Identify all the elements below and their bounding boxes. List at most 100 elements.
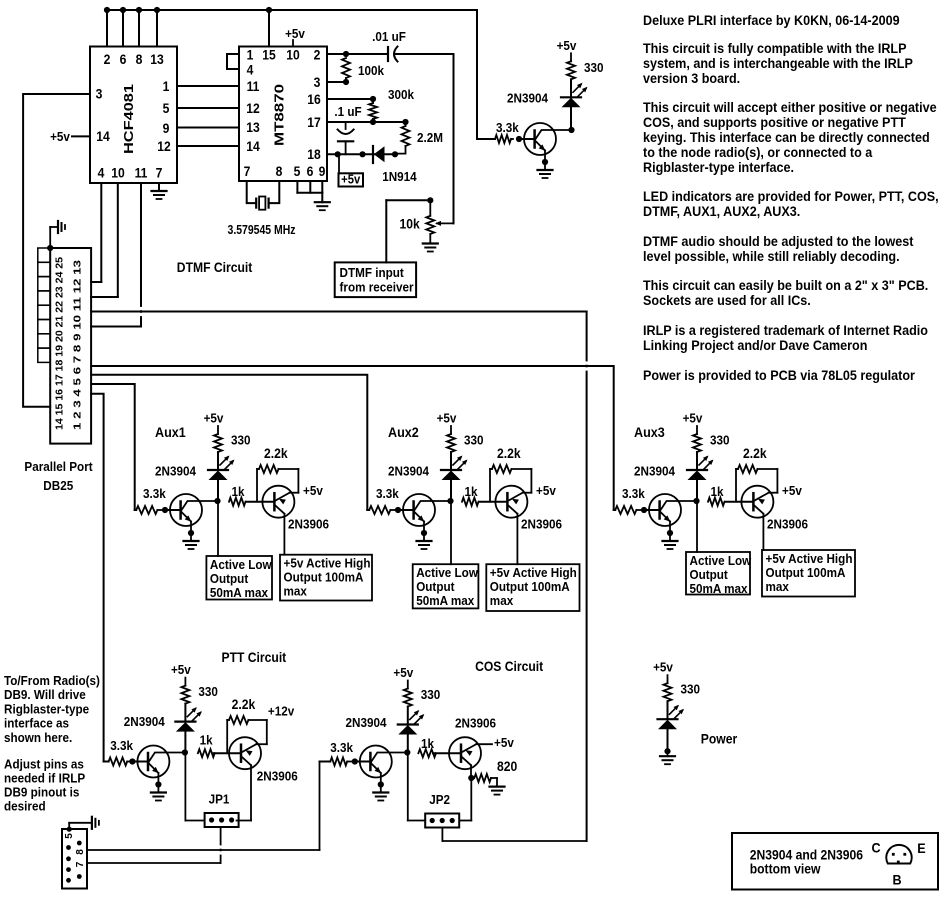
svg-text:Linking Project and/or Dave Ca: Linking Project and/or Dave Cameron	[643, 337, 867, 353]
svg-text:max: max	[766, 579, 790, 594]
svg-text:needed if IRLP: needed if IRLP	[4, 771, 85, 786]
svg-text:14 15 16 17 18 19 20 21 22 23: 14 15 16 17 18 19 20 21 22 23 24 25	[55, 257, 66, 430]
svg-text:Power: Power	[701, 731, 737, 747]
svg-text:820: 820	[497, 758, 517, 774]
svg-text:+5v: +5v	[653, 660, 673, 675]
svg-text:+5v: +5v	[683, 411, 703, 426]
svg-text:2N3904 and 2N3906: 2N3904 and 2N3906	[750, 847, 863, 863]
svg-text:10: 10	[286, 47, 300, 63]
svg-text:Output 100mA: Output 100mA	[766, 565, 846, 580]
svg-text:Output: Output	[210, 571, 248, 586]
svg-text:2N3904: 2N3904	[507, 91, 548, 106]
svg-text:9: 9	[319, 163, 326, 179]
svg-text:MT8870: MT8870	[272, 84, 287, 146]
svg-text:330: 330	[584, 60, 604, 75]
svg-text:3.579545 MHz: 3.579545 MHz	[228, 222, 296, 237]
svg-text:330: 330	[421, 687, 441, 702]
svg-text:Aux3: Aux3	[634, 424, 665, 440]
svg-text:.1 uF: .1 uF	[334, 104, 362, 119]
svg-text:HCF4081: HCF4081	[121, 84, 136, 154]
svg-text:DTMF audio should be adjusted: DTMF audio should be adjusted to the low…	[643, 233, 914, 249]
svg-text:1k: 1k	[421, 736, 434, 751]
svg-text:+5v: +5v	[50, 129, 70, 144]
svg-text:3.3k: 3.3k	[143, 486, 166, 501]
svg-text:14: 14	[96, 128, 110, 144]
svg-text:3: 3	[314, 74, 321, 90]
svg-text:330: 330	[681, 682, 701, 697]
svg-text:+5v Active High: +5v Active High	[766, 551, 853, 566]
svg-text:14: 14	[246, 138, 260, 154]
svg-text:12: 12	[246, 100, 260, 116]
svg-text:+5v: +5v	[557, 38, 577, 53]
svg-text:JP1: JP1	[209, 792, 230, 807]
svg-text:2N3906: 2N3906	[257, 769, 298, 784]
svg-text:Power is provided to PCB via 7: Power is provided to PCB via 78L05 regul…	[643, 367, 915, 383]
svg-text:2N3906: 2N3906	[288, 517, 329, 532]
svg-text:2N3904: 2N3904	[634, 464, 675, 479]
svg-text:2.2k: 2.2k	[497, 445, 521, 461]
svg-text:LED indicators are provided fo: LED indicators are provided for Power, P…	[643, 188, 939, 204]
svg-text:Rigblaster-type: Rigblaster-type	[4, 702, 89, 717]
svg-text:9: 9	[163, 120, 170, 136]
svg-text:2: 2	[104, 51, 111, 67]
svg-text:+5v: +5v	[341, 172, 360, 187]
svg-text:Output: Output	[416, 580, 454, 595]
svg-text:version 3 board.: version 3 board.	[643, 70, 740, 86]
svg-text:This circuit is fully compatib: This circuit is fully compatible with th…	[643, 40, 907, 56]
svg-text:shown here.: shown here.	[4, 730, 72, 745]
svg-text:330: 330	[710, 433, 730, 448]
svg-text:1k: 1k	[200, 733, 213, 748]
svg-text:+5v: +5v	[437, 411, 457, 426]
svg-text:+5v: +5v	[285, 26, 305, 41]
svg-text:DTMF Circuit: DTMF Circuit	[177, 259, 253, 275]
svg-text:PTT Circuit: PTT Circuit	[222, 649, 287, 665]
svg-text:2.2M: 2.2M	[417, 130, 443, 145]
svg-text:system, and is interchangeable: system, and is interchangeable with the …	[643, 55, 913, 71]
svg-text:15: 15	[262, 47, 276, 63]
svg-text:Active Low: Active Low	[690, 553, 752, 568]
svg-text:DB9 pinout is: DB9 pinout is	[4, 785, 79, 800]
svg-text:Aux2: Aux2	[388, 424, 419, 440]
svg-text:DB9. Will drive: DB9. Will drive	[4, 688, 86, 703]
svg-text:2N3904: 2N3904	[155, 464, 196, 479]
svg-text:2: 2	[314, 47, 321, 63]
svg-text:+5v: +5v	[782, 483, 802, 498]
svg-text:1 2 3 4 5 6 7 8 9 10 11 12 13: 1 2 3 4 5 6 7 8 9 10 11 12 13	[73, 259, 84, 430]
svg-text:2.2k: 2.2k	[264, 445, 288, 461]
svg-text:5: 5	[163, 100, 170, 116]
svg-text:7: 7	[156, 165, 163, 181]
svg-text:2N3904: 2N3904	[388, 464, 429, 479]
svg-text:DB25: DB25	[43, 478, 73, 493]
svg-text:13: 13	[246, 119, 260, 135]
svg-text:13: 13	[150, 51, 164, 67]
svg-text:3.3k: 3.3k	[330, 740, 353, 755]
svg-text:Rigblaster-type interface.: Rigblaster-type interface.	[643, 159, 794, 175]
svg-text:2N3904: 2N3904	[346, 715, 387, 730]
svg-text:+5v: +5v	[494, 735, 514, 750]
svg-text:COS, and supports positive or: COS, and supports positive or negative P…	[643, 114, 906, 130]
svg-text:to the node radio(s), or conne: to the node radio(s), or connected to a	[643, 144, 873, 160]
svg-text:7: 7	[75, 861, 86, 867]
svg-text:max: max	[490, 594, 514, 609]
svg-text:8: 8	[136, 51, 143, 67]
svg-text:3.3k: 3.3k	[376, 486, 399, 501]
svg-text:1k: 1k	[465, 484, 478, 499]
svg-text:17: 17	[307, 114, 321, 130]
svg-text:keying. This interface can be: keying. This interface can be directly c…	[643, 129, 930, 145]
svg-text:+12v: +12v	[268, 704, 294, 719]
svg-text:3.3k: 3.3k	[496, 120, 519, 135]
svg-text:10k: 10k	[400, 216, 421, 232]
svg-text:Deluxe PLRI interface by K0KN,: Deluxe PLRI interface by K0KN, 06-14-200…	[643, 12, 900, 28]
svg-text:8: 8	[276, 163, 283, 179]
svg-text:+5v: +5v	[393, 665, 413, 680]
svg-text:10: 10	[111, 165, 125, 181]
svg-text:IRLP is a registered trademark: IRLP is a registered trademark of Intern…	[643, 322, 928, 338]
svg-text:4: 4	[247, 62, 255, 78]
svg-text:6: 6	[307, 163, 314, 179]
svg-text:Output 100mA: Output 100mA	[490, 580, 570, 595]
svg-text:max: max	[284, 584, 308, 599]
svg-text:+5v: +5v	[536, 483, 556, 498]
svg-text:level possible, while still re: level possible, while still reliably dec…	[643, 248, 900, 264]
svg-text:+5v: +5v	[303, 483, 323, 498]
svg-text:300k: 300k	[388, 87, 414, 102]
